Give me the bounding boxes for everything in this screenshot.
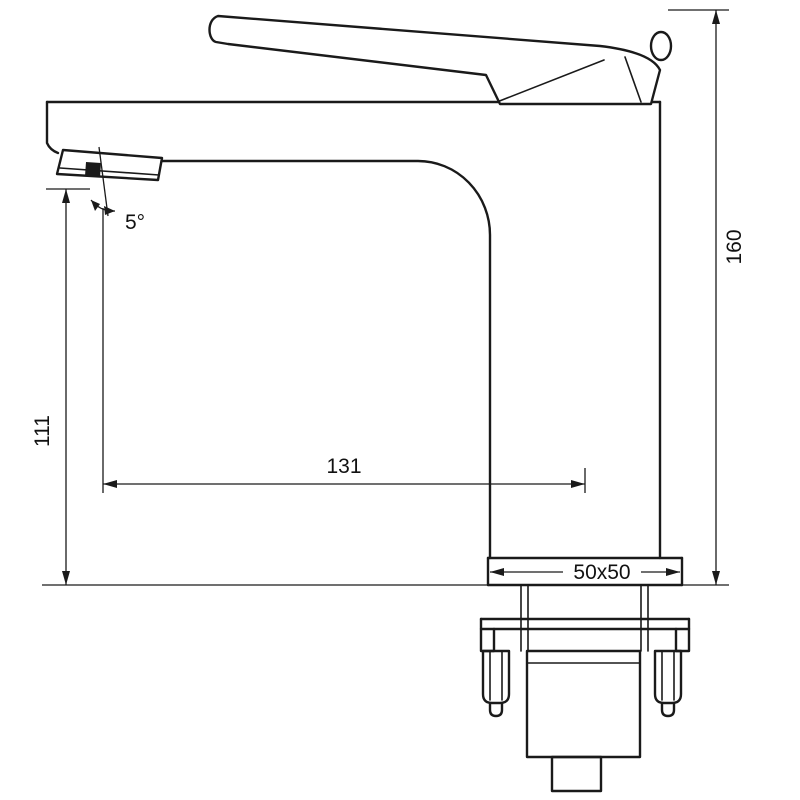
mounting-bracket <box>479 617 691 653</box>
arrowhead-right <box>571 480 585 488</box>
fixing-nut-right <box>653 649 683 718</box>
aerator-centerline <box>98 146 109 217</box>
aerator <box>55 148 164 182</box>
faucet-handle <box>208 14 662 106</box>
aerator-inner-line <box>59 167 160 176</box>
aerator-outline <box>55 148 164 182</box>
angle-label-5deg: 5° <box>125 211 145 234</box>
arrowhead-left <box>103 480 117 488</box>
nut-stub-left <box>488 701 504 718</box>
dimension-label-111: 111 <box>31 415 54 447</box>
dimension-label-160: 160 <box>723 229 746 264</box>
fixing-nut-left <box>481 649 511 718</box>
mounting-hardware <box>479 584 691 793</box>
supply-outlet <box>550 755 603 793</box>
faucet-spout-underside <box>158 159 492 560</box>
handle-cap-seam-line <box>624 56 642 103</box>
dimension-label-50x50: 50x50 <box>573 561 630 584</box>
bracket-left-tab <box>479 617 496 653</box>
faucet-outline <box>45 14 684 587</box>
nut-stub-right <box>660 701 676 718</box>
dimension-overall-height: 160 <box>668 9 746 585</box>
nut-shading-right <box>661 650 675 701</box>
supply-connection <box>525 649 642 793</box>
aerator-screen <box>85 162 101 177</box>
bracket-right-tab <box>674 617 691 653</box>
arrowhead-down <box>62 571 70 585</box>
arc-arrowhead-left <box>91 200 100 211</box>
arc-arrowhead-right <box>104 206 115 215</box>
nut-body-left <box>481 649 511 705</box>
faucet-spout-left-edge <box>45 100 60 155</box>
arrowhead-down <box>712 571 720 585</box>
nut-shading-left <box>489 650 503 701</box>
supply-block <box>525 649 642 759</box>
dimension-base-size: 50x50 <box>490 561 680 584</box>
arrowhead-up <box>62 189 70 203</box>
handle-end-button <box>649 30 673 62</box>
annotation-aerator-angle: 5° <box>90 146 145 234</box>
arrowhead-left <box>490 568 504 576</box>
dimension-spout-reach: 131 <box>102 208 586 493</box>
handle-seam-line <box>496 59 605 103</box>
dimension-spout-height: 111 <box>31 188 90 585</box>
nut-body-right <box>653 649 683 705</box>
dimension-label-131: 131 <box>326 455 361 478</box>
arrowhead-right <box>666 568 680 576</box>
arrowhead-up <box>712 10 720 24</box>
